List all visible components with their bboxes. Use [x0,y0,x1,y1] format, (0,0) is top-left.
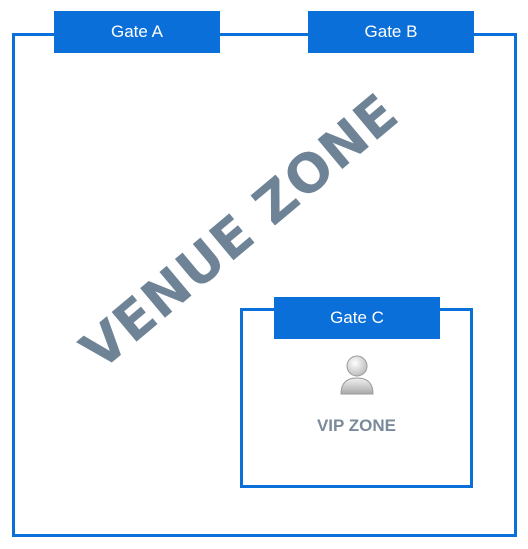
venue-zone-boundary [12,33,517,537]
gate-b-label: Gate B [308,11,474,53]
gate-a-label: Gate A [54,11,220,53]
gate-c-label: Gate C [274,297,440,339]
user-icon [338,353,376,395]
vip-zone-label: VIP ZONE [316,416,397,435]
